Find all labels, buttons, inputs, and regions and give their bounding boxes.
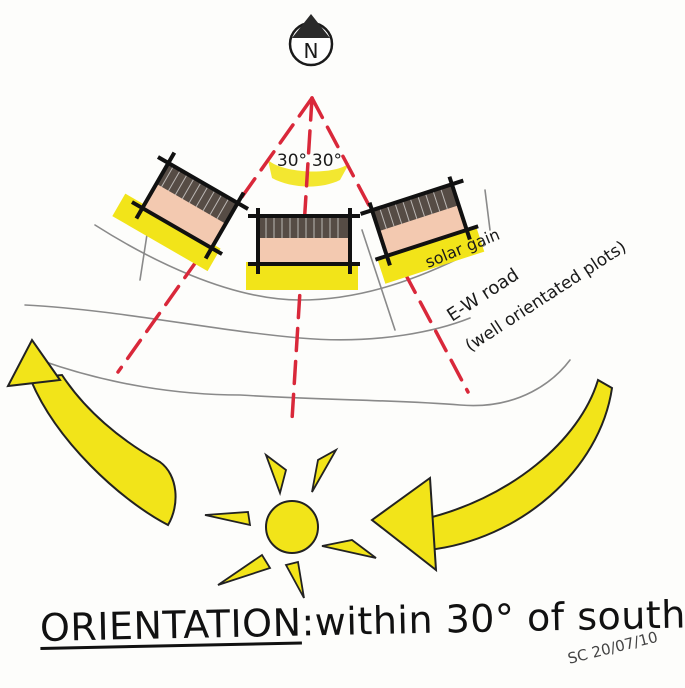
plot-yellow-garden <box>377 226 485 284</box>
compass-letter: N <box>304 39 319 63</box>
angle-line-south <box>290 96 314 422</box>
house-plot-left <box>112 151 250 272</box>
caption-lead: ORIENTATION <box>39 600 302 650</box>
road-spur-right <box>361 229 396 331</box>
road-spur-far <box>484 189 491 231</box>
sun-path-arrow-left-icon <box>6 338 177 527</box>
sun-path-arrow-right-icon <box>370 378 614 573</box>
house-plot-middle <box>246 208 360 290</box>
sun-icon <box>204 447 377 599</box>
north-compass-icon: N <box>288 14 334 67</box>
angle-label-right: 30° <box>312 151 342 171</box>
house-plot-right <box>359 176 485 284</box>
angle-label-left: 30° <box>277 151 307 171</box>
road-outer-curve <box>39 359 571 407</box>
plot-yellow-garden <box>246 262 358 290</box>
road-middle-curve <box>24 304 471 341</box>
